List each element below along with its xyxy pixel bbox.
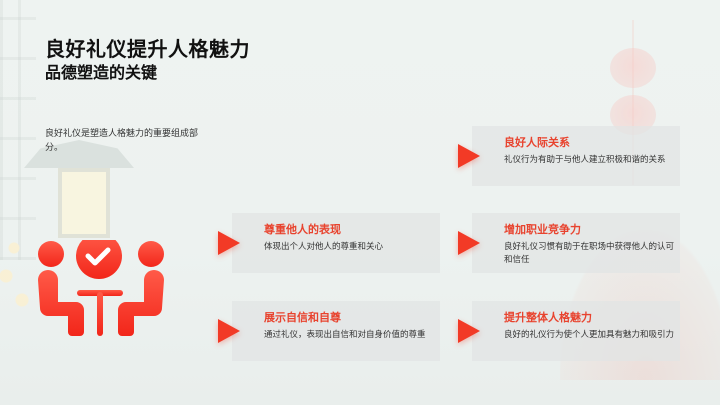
card-confidence-self-respect: 展示自信和自尊 通过礼仪，表现出自信和对自身价值的尊重 [218, 301, 440, 361]
pavilion-lantern-decoration [58, 168, 110, 238]
card-overall-charisma: 提升整体人格魅力 良好的礼仪行为使个人更加具有魅力和吸引力 [458, 301, 680, 361]
card-description: 良好礼仪习惯有助于在职场中获得他人的认可和信任 [504, 242, 675, 265]
play-arrow-icon [458, 319, 480, 343]
card-description: 体现出个人对他人的尊重和关心 [264, 242, 384, 252]
card-description: 礼仪行为有助于与他人建立积极和谐的关系 [504, 155, 666, 165]
title-block: 良好礼仪提升人格魅力 品德塑造的关键 [45, 36, 250, 84]
page-subtitle: 品德塑造的关键 [45, 63, 158, 82]
play-arrow-icon [218, 231, 240, 255]
card-title: 尊重他人的表现 [264, 223, 341, 236]
meeting-table-check-icon [38, 240, 164, 336]
intro-text: 良好礼仪是塑造人格魅力的重要组成部分。 [45, 129, 199, 153]
card-description: 良好的礼仪行为使个人更加具有魅力和吸引力 [504, 330, 675, 340]
play-arrow-icon [218, 319, 240, 343]
play-arrow-icon [458, 144, 480, 168]
card-title: 增加职业竞争力 [504, 223, 581, 236]
card-good-relationships: 良好人际关系 礼仪行为有助于与他人建立积极和谐的关系 [458, 126, 680, 186]
red-lantern-icon [610, 48, 656, 88]
flowers-decoration [0, 240, 40, 310]
card-title: 展示自信和自尊 [264, 311, 341, 324]
card-respect-others: 尊重他人的表现 体现出个人对他人的尊重和关心 [218, 213, 440, 273]
page-title: 良好礼仪提升人格魅力 [45, 37, 250, 61]
card-title: 良好人际关系 [504, 136, 570, 149]
card-description: 通过礼仪，表现出自信和对自身价值的尊重 [264, 330, 426, 340]
window-lattice-decoration [0, 0, 36, 260]
play-arrow-icon [458, 231, 480, 255]
card-title: 提升整体人格魅力 [504, 311, 592, 324]
card-career-competitiveness: 增加职业竞争力 良好礼仪习惯有助于在职场中获得他人的认可和信任 [458, 213, 680, 273]
